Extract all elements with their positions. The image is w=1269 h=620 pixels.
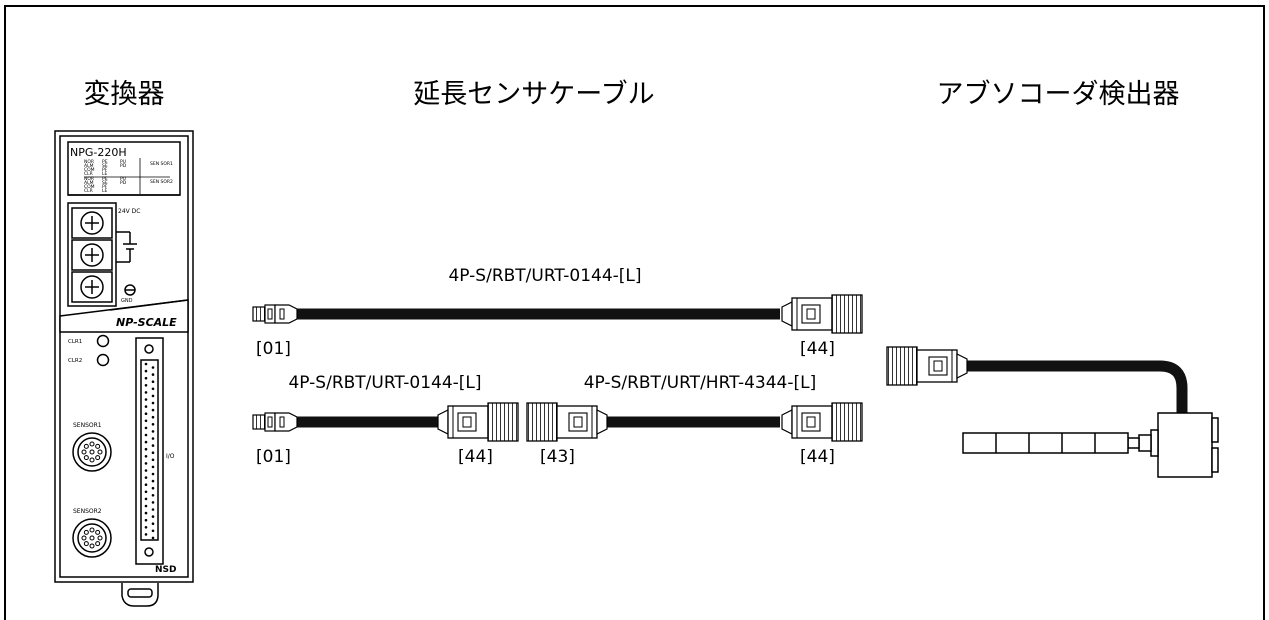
brand-label: NP-SCALE bbox=[116, 316, 177, 329]
svg-text:SEN SOR2: SEN SOR2 bbox=[150, 179, 173, 185]
svg-text:NOR: NOR bbox=[84, 159, 94, 165]
cable-single bbox=[252, 294, 863, 334]
heading-extension-cable: 延長センサケーブル bbox=[413, 79, 654, 110]
cable-pair-first-end-right: [44] bbox=[458, 447, 493, 467]
cable-pair-first bbox=[252, 402, 519, 442]
svg-text:PU: PU bbox=[120, 176, 126, 182]
indicator-dividers bbox=[84, 158, 170, 194]
cable-single-part: 4P-S/RBT/URT-0144-[L] bbox=[448, 266, 641, 286]
heading-detector: アブソコーダ検出器 bbox=[937, 79, 1180, 110]
io-pins bbox=[144, 362, 155, 540]
svg-text:PF: PF bbox=[102, 184, 108, 190]
svg-text:NOR: NOR bbox=[84, 176, 94, 182]
converter-unit bbox=[54, 130, 194, 607]
svg-text:PD: PD bbox=[120, 180, 127, 186]
maker-logo: NSD bbox=[155, 565, 177, 575]
clr1-label: CLR1 bbox=[68, 339, 82, 345]
cable-pair-second bbox=[526, 402, 863, 442]
svg-text:SE: SE bbox=[102, 180, 108, 186]
svg-text:PD: PD bbox=[120, 163, 127, 169]
svg-text:LE: LE bbox=[102, 188, 108, 194]
svg-text:PU: PU bbox=[120, 159, 126, 165]
power-label: 24V DC bbox=[118, 208, 140, 215]
cable-pair-second-end-left: [43] bbox=[540, 447, 575, 467]
svg-text:LE: LE bbox=[102, 171, 108, 177]
clr2-label: CLR2 bbox=[68, 358, 82, 364]
sensor1-label: SENSOR1 bbox=[73, 422, 102, 429]
svg-text:SE: SE bbox=[102, 163, 108, 169]
svg-text:COM: COM bbox=[84, 167, 95, 173]
cables bbox=[252, 294, 863, 442]
cable-single-end-left: [01] bbox=[256, 339, 291, 359]
absocoder-detector bbox=[886, 346, 1219, 478]
gnd-label: GND bbox=[121, 298, 133, 304]
svg-text:COM: COM bbox=[84, 184, 95, 190]
svg-text:SEN SOR1: SEN SOR1 bbox=[150, 161, 173, 167]
cable-pair-second-end-right: [44] bbox=[800, 447, 835, 467]
cable-pair-second-part: 4P-S/RBT/URT/HRT-4344-[L] bbox=[584, 373, 817, 393]
svg-text:PE: PE bbox=[102, 159, 108, 165]
svg-text:PE: PE bbox=[102, 176, 108, 182]
cable-pair-first-end-left: [01] bbox=[256, 447, 291, 467]
socket-pins bbox=[81, 441, 103, 549]
svg-text:ALM: ALM bbox=[84, 163, 94, 169]
cable-pair-first-part: 4P-S/RBT/URT-0144-[L] bbox=[288, 373, 481, 393]
svg-text:PF: PF bbox=[102, 167, 108, 173]
svg-text:CLR: CLR bbox=[84, 188, 93, 194]
sensor2-label: SENSOR2 bbox=[73, 508, 102, 515]
svg-text:CLR: CLR bbox=[84, 171, 93, 177]
indicator-labels-1: NOR ALM COM CLR PE SE PF LE PU PD SEN SO… bbox=[84, 159, 173, 194]
cable-single-end-right: [44] bbox=[800, 339, 835, 359]
io-label: I/O bbox=[166, 453, 175, 460]
svg-text:ALM: ALM bbox=[84, 180, 94, 186]
heading-converter: 変換器 bbox=[84, 79, 165, 110]
converter-model: NPG-220H bbox=[70, 146, 127, 159]
detector-connector bbox=[886, 346, 968, 386]
